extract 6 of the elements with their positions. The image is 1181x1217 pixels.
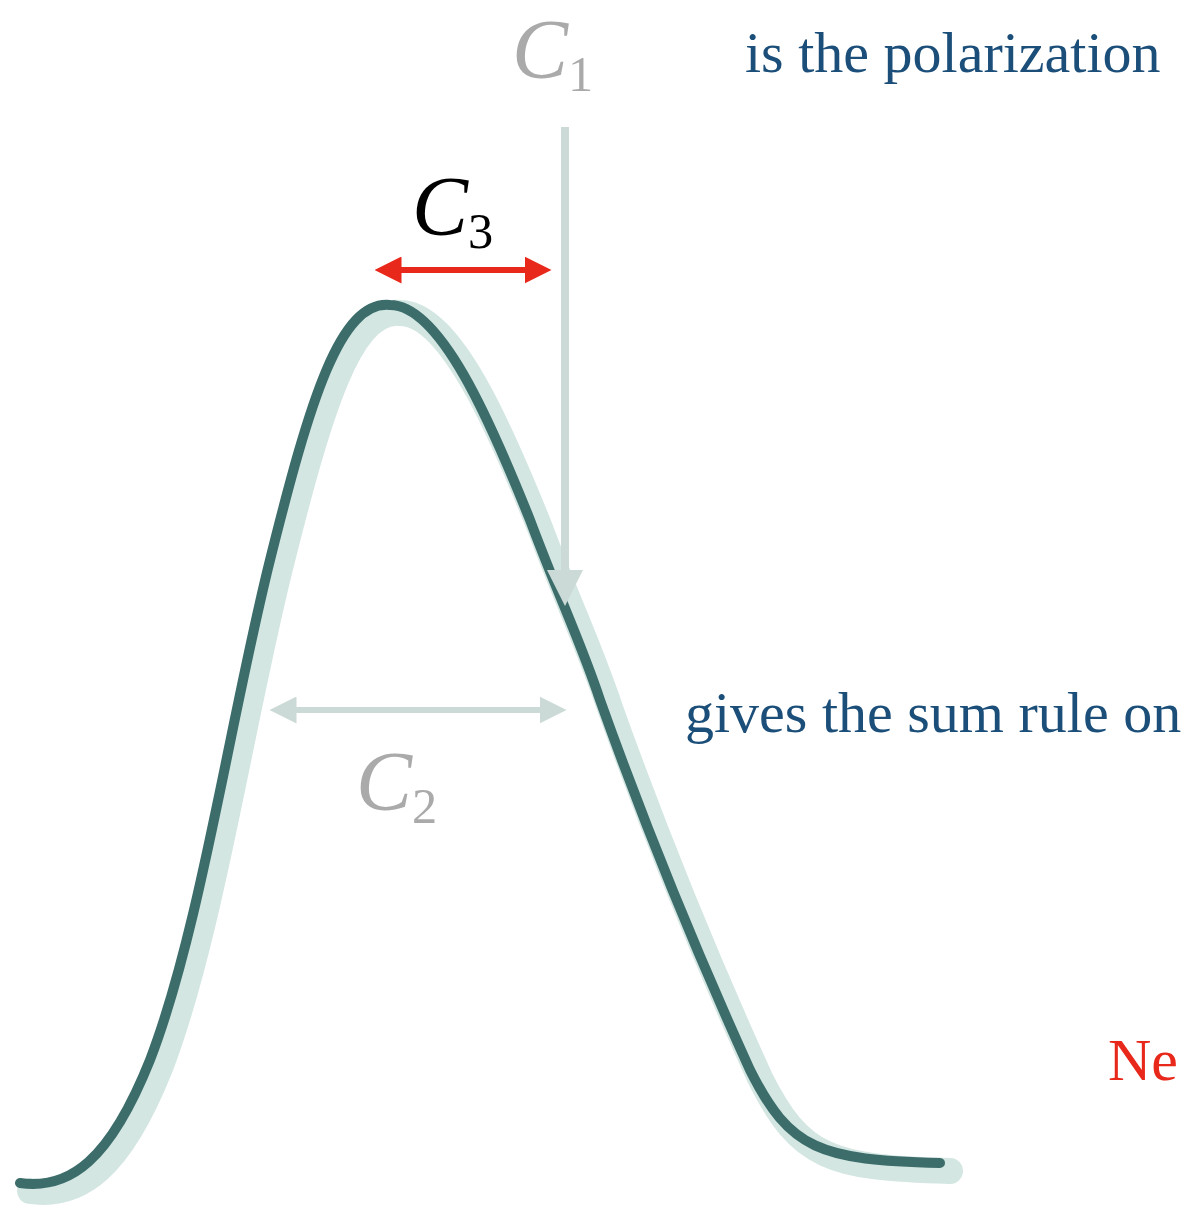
annotation-text: Ne bbox=[1108, 1030, 1178, 1090]
annotation-text: gives the sum rule on bbox=[685, 684, 1181, 742]
symbol-label: C$_{3}$ bbox=[412, 165, 494, 256]
symbol-label: C$_{1}$ bbox=[512, 8, 594, 99]
annotation-text: is the polarization bbox=[745, 24, 1161, 82]
symbol-label: C$_{2}$ bbox=[356, 740, 438, 831]
